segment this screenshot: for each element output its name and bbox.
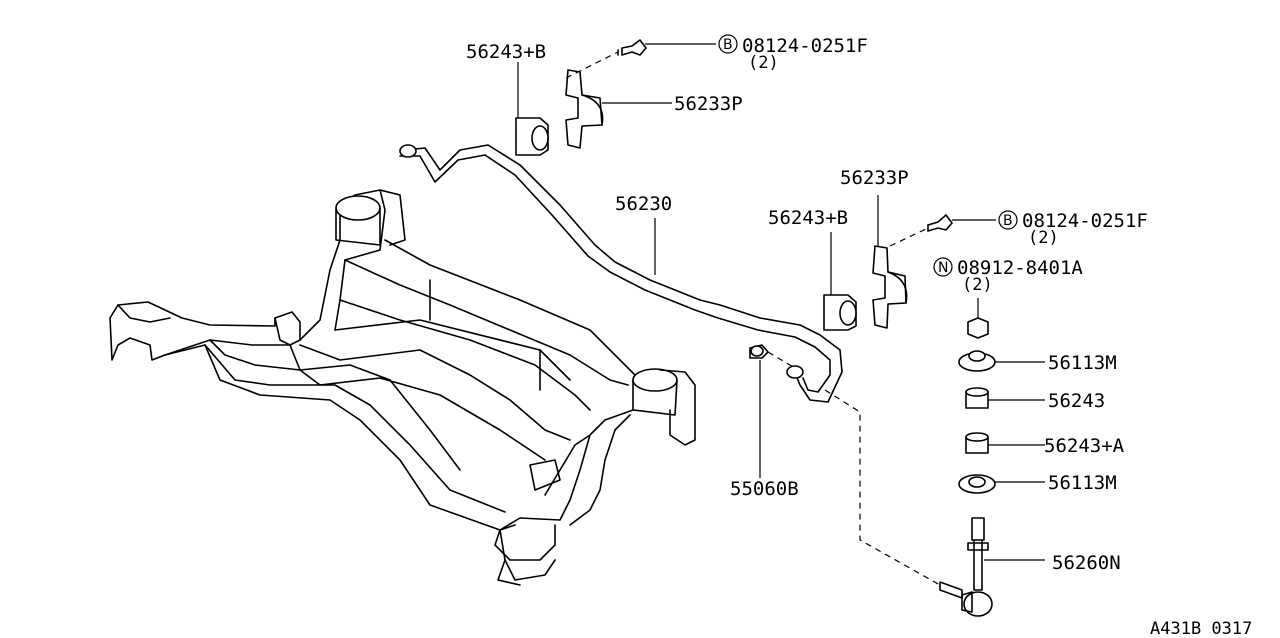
label-bushing-lower: 56243+A bbox=[1044, 435, 1125, 457]
label-bolt-right-code: 08124-0251F bbox=[1022, 210, 1148, 232]
stabilizer-bar-drawing bbox=[399, 144, 843, 403]
bushing-lower-drawing bbox=[965, 432, 989, 454]
label-washer-lower: 56113M bbox=[1048, 472, 1117, 494]
bushing-upper-drawing bbox=[965, 387, 989, 409]
bushing-top-drawing bbox=[515, 117, 549, 156]
bushing-small-drawing bbox=[749, 344, 769, 359]
circle-b-top bbox=[718, 34, 738, 54]
clamp-top-drawing bbox=[565, 69, 604, 149]
diagram-reference: A431B 0317 bbox=[1150, 619, 1252, 638]
prefix-bolt-top: B bbox=[723, 37, 733, 53]
prefix-bolt-right: B bbox=[1003, 213, 1013, 229]
label-nut-code: 08912-8401A bbox=[957, 257, 1083, 279]
circle-n-nut bbox=[933, 257, 953, 277]
bolt-right-drawing bbox=[927, 214, 953, 232]
label-link-rod: 56260N bbox=[1052, 552, 1121, 574]
clamp-right-drawing bbox=[872, 245, 908, 329]
label-clamp-right: 56233P bbox=[840, 167, 909, 189]
nut-drawing bbox=[967, 317, 989, 339]
washer-lower-drawing bbox=[958, 474, 996, 494]
washer-upper-drawing bbox=[958, 350, 996, 372]
label-bushing-small: 55060B bbox=[730, 478, 799, 500]
label-bolt-top-code: 08124-0251F bbox=[742, 35, 868, 57]
link-rod-drawing bbox=[939, 517, 993, 617]
label-bushing-top: 56243+B bbox=[466, 41, 546, 63]
subframe-drawing bbox=[109, 189, 696, 586]
bushing-right-drawing bbox=[823, 294, 857, 331]
label-stabilizer-bar: 56230 bbox=[615, 193, 672, 215]
leader-lines bbox=[517, 43, 1045, 586]
label-bushing-upper: 56243 bbox=[1048, 390, 1105, 412]
label-bushing-right: 56243+B bbox=[768, 207, 848, 229]
label-washer-upper: 56113M bbox=[1048, 352, 1117, 374]
circle-b-right bbox=[998, 210, 1018, 230]
label-bolt-top-qty: (2) bbox=[748, 53, 779, 73]
prefix-nut: N bbox=[938, 260, 948, 276]
labels: 56243+B B 08124-0251F (2) 56233P 56230 5… bbox=[466, 34, 1252, 638]
label-nut-qty: (2) bbox=[962, 275, 993, 295]
label-clamp-top: 56233P bbox=[674, 93, 743, 115]
bolt-top-drawing bbox=[617, 39, 647, 56]
label-bolt-right-qty: (2) bbox=[1028, 228, 1059, 248]
